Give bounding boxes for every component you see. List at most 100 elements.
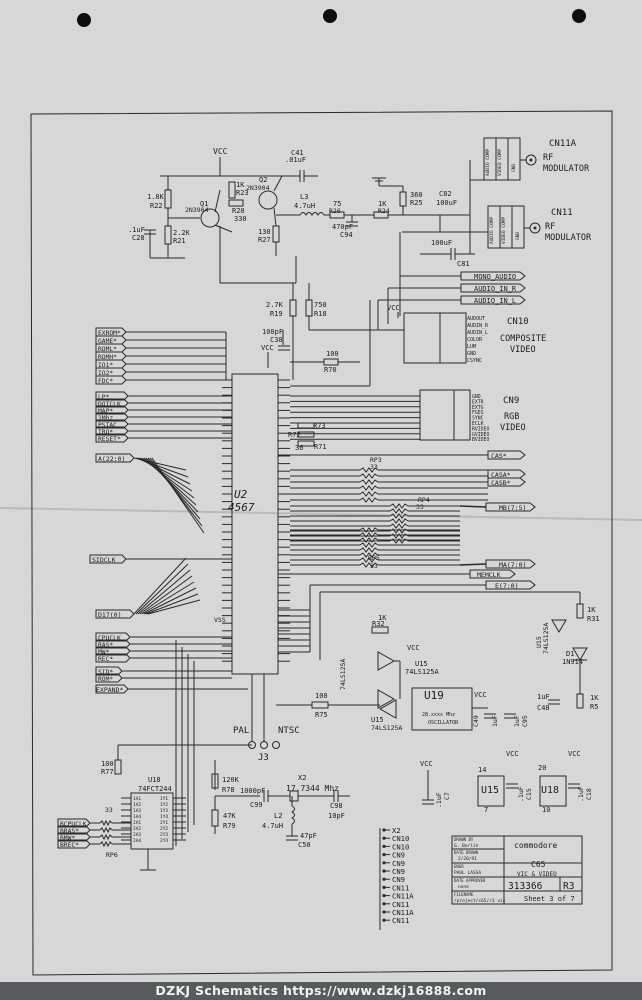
r19-value: 2.7K xyxy=(266,301,284,309)
u18-pin-out-3: 1Y4 xyxy=(160,814,168,820)
r24-value: 1K xyxy=(378,200,387,208)
engr-label: ENGR xyxy=(454,864,464,869)
cn10-pin-audin-r: AUDIN_R xyxy=(467,323,489,329)
c99-value: 1000pF xyxy=(240,787,265,795)
u15-power-label: U15 xyxy=(481,785,499,796)
left-inputs-group-1: EXROM*GAME*ROML*ROMH*IO1*IO2*FDC*LP*DOTC… xyxy=(95,327,232,443)
gnd-connector-3: CN9 xyxy=(392,851,405,860)
c15-label: C15 xyxy=(525,788,533,800)
revision: R3 xyxy=(563,881,574,892)
u15-vcc: VCC xyxy=(407,644,420,652)
gnd-connector-5: CN9 xyxy=(392,867,405,876)
left-input-5: IO2* xyxy=(98,370,113,377)
title-block: DRAWN BY G. Berlin DATE DRAWN 2/20/91 EN… xyxy=(451,835,583,905)
left-input2-1: DOTCLK xyxy=(98,401,121,408)
c28-label: C28 xyxy=(132,234,145,242)
vcc-label: VCC xyxy=(213,147,228,156)
c50-label: C50 xyxy=(298,841,311,849)
rp5-value: 33 xyxy=(370,562,378,570)
gnd-connector-2: CN10 xyxy=(392,842,409,851)
connector-ground-list: X2CN10CN10CN9CN9CN9CN9CN11CN11ACN11CN11A… xyxy=(379,826,414,930)
rf-amplifier-section: VCC 1.8K R22 2.2K R21 .1uF C28 Q1 2N3904… xyxy=(128,147,488,268)
r78-value: 120K xyxy=(222,776,240,784)
u18-pin-3: 1A4 xyxy=(133,814,141,820)
r28-label: R28 xyxy=(232,207,245,215)
date-drawn-label: DATE DRAWN xyxy=(454,850,479,855)
u18-label: U18 xyxy=(148,776,161,784)
r22-label: R22 xyxy=(150,202,163,210)
r27-value: 130 xyxy=(258,228,271,236)
cn9-desc-2: VIDEO xyxy=(500,423,526,433)
c28-value: .1uF xyxy=(128,226,145,234)
l3-label: L3 xyxy=(300,193,308,201)
c18-label: C18 xyxy=(585,788,593,800)
d-bus-label: D17(0) xyxy=(98,611,121,619)
r32-value: 1K xyxy=(378,614,387,622)
cn9-pin-6: RVIDEO xyxy=(472,426,489,432)
r31-label: R31 xyxy=(587,615,600,623)
u18-pin-1: 1A2 xyxy=(133,802,141,808)
mono-audio-label: MONO_AUDIO xyxy=(474,273,516,281)
u18-pin-4: 2A1 xyxy=(133,820,141,826)
c81-value: 100uF xyxy=(431,239,452,247)
u18-pin-out-1: 1Y2 xyxy=(160,802,168,808)
cn11-desc-2: MODULATOR xyxy=(545,233,592,243)
c48-value: 1uF xyxy=(537,693,550,701)
u18-power-label: U18 xyxy=(541,785,559,796)
casa-signal: CASA* xyxy=(491,471,511,479)
u18-pin-out-4: 2Y1 xyxy=(160,820,168,826)
c99-label: C99 xyxy=(250,801,263,809)
binder-hole-center xyxy=(323,9,337,23)
cn11-rf-modulator: AUDIO COMP VIDEO COMP GND CN11 RF MODULA… xyxy=(487,205,592,249)
q2-label: Q2 xyxy=(259,176,267,184)
x2-label: X2 xyxy=(298,774,306,782)
drawing-border xyxy=(30,110,613,976)
r79-label: R79 xyxy=(223,822,236,830)
expand-label: EXPAND* xyxy=(96,686,123,694)
left-input2-5: IRQ* xyxy=(98,429,113,436)
cn10-composite-video: VCC AUDOUT AUDIN_R AUDIN_L COLOR LUM GND… xyxy=(387,304,546,364)
cn9-pin-2: EXTG xyxy=(472,405,484,411)
r77-label: R77 xyxy=(101,768,114,776)
c7-vcc: VCC xyxy=(420,760,433,768)
u18-pin-out-5: 2Y2 xyxy=(160,826,168,832)
r77-value: 100 xyxy=(101,760,114,768)
u2-vic-chip: U2 4567 xyxy=(126,373,290,675)
rp6b-value: 33 xyxy=(105,806,113,814)
q1-part: 2N3904 xyxy=(185,206,209,214)
u15a-label: U15 xyxy=(415,660,428,668)
r27-label: R27 xyxy=(258,236,271,244)
cn11-pin-video-comp: VIDEO COMP xyxy=(501,217,507,244)
gnd-connector-11: CN11 xyxy=(392,916,409,925)
r79-value: 47K xyxy=(223,812,236,820)
d1-label: D1 xyxy=(566,650,574,658)
q2-transistor xyxy=(258,190,278,210)
audio-in-r-label: AUDIO_IN_R xyxy=(474,285,517,293)
u18-pin-7: 2A4 xyxy=(133,838,141,844)
cn10-pin-audin-l: AUDIN_L xyxy=(467,330,488,336)
r73-label: R73 xyxy=(313,422,326,430)
a-bus-label: A(22:0) xyxy=(98,455,125,463)
cn11a-label: CN11A xyxy=(549,139,577,149)
drawn-by-label: DRAWN BY xyxy=(454,837,474,842)
left-input2-3: 1Mhz xyxy=(98,415,113,422)
cn9-pin-3: FGES xyxy=(472,410,484,416)
r26-label: R26 xyxy=(329,207,341,215)
binder-hole-right xyxy=(572,9,586,23)
cn9-pin-7: GVIDEO xyxy=(472,432,489,438)
r71-label: R71 xyxy=(314,443,327,451)
bottom-left-2: BMW* xyxy=(60,835,75,842)
u15d-part: 74LS125A xyxy=(542,623,550,654)
engr: PAUL LASSA xyxy=(454,870,481,876)
r23-value: 1K xyxy=(236,181,245,189)
r75-label: R75 xyxy=(315,711,328,719)
c49-value: 1uF xyxy=(491,715,499,727)
l3-value: 4.7uH xyxy=(294,202,315,210)
c50-value: 47pF xyxy=(300,832,317,840)
vss-label: VSS xyxy=(214,616,226,624)
u19-part-1: 28.xxxx Mhz xyxy=(422,712,455,718)
rp6-label: RP6 xyxy=(106,851,118,859)
c81-label: C81 xyxy=(457,260,470,268)
